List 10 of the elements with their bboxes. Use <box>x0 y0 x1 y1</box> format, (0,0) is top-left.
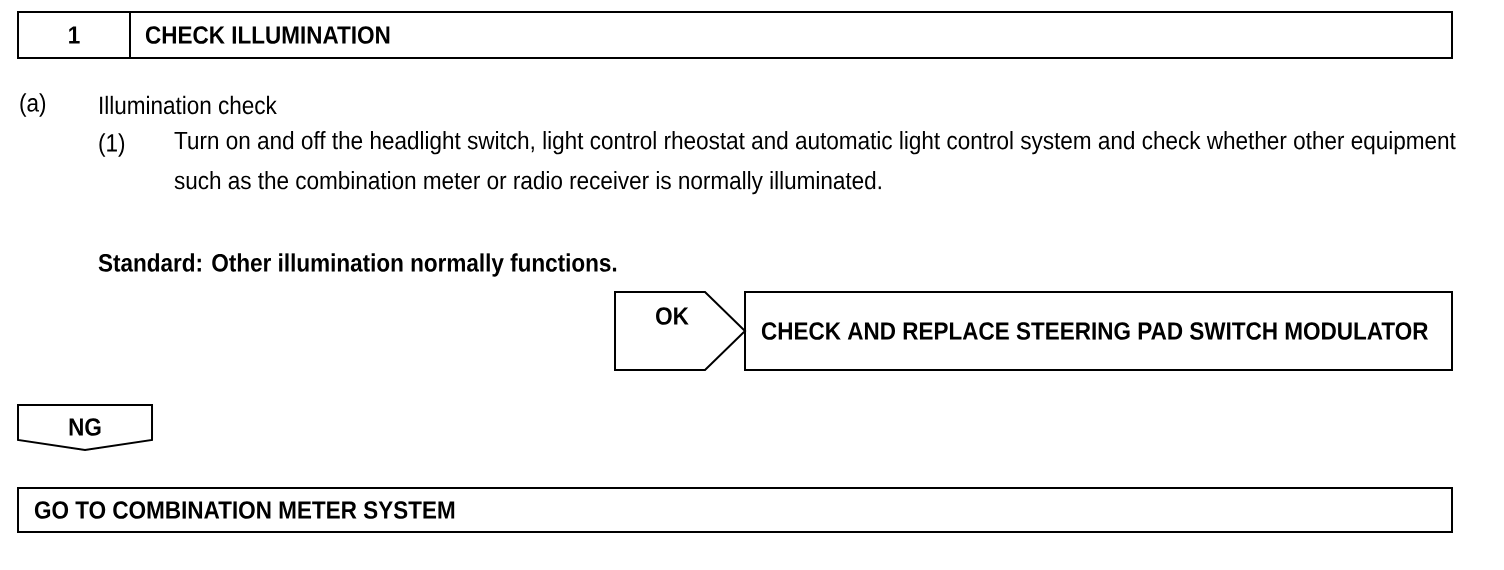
item-number: (1) <box>99 133 125 157</box>
result-tag: NG <box>17 404 153 452</box>
item-letter: (a) <box>20 93 46 117</box>
standard-text: Standard: Other illumination normally functions. <box>98 253 617 277</box>
result-tag: OK <box>614 291 747 371</box>
result-box: CHECK AND REPLACE STEERING PAD SWITCH MODULATOR <box>744 291 1453 371</box>
result-box: GO TO COMBINATION METER SYSTEM <box>17 487 1453 533</box>
step-header: 1 CHECK ILLUMINATION <box>17 11 1453 59</box>
step-heading: Illumination check <box>100 95 277 115</box>
instruction-text: Turn on and off the headlight switch, light control rheostat and automatic light control system and check whether other equipment such as the combination meter or radio receiver is normally illuminated. <box>174 131 1456 195</box>
